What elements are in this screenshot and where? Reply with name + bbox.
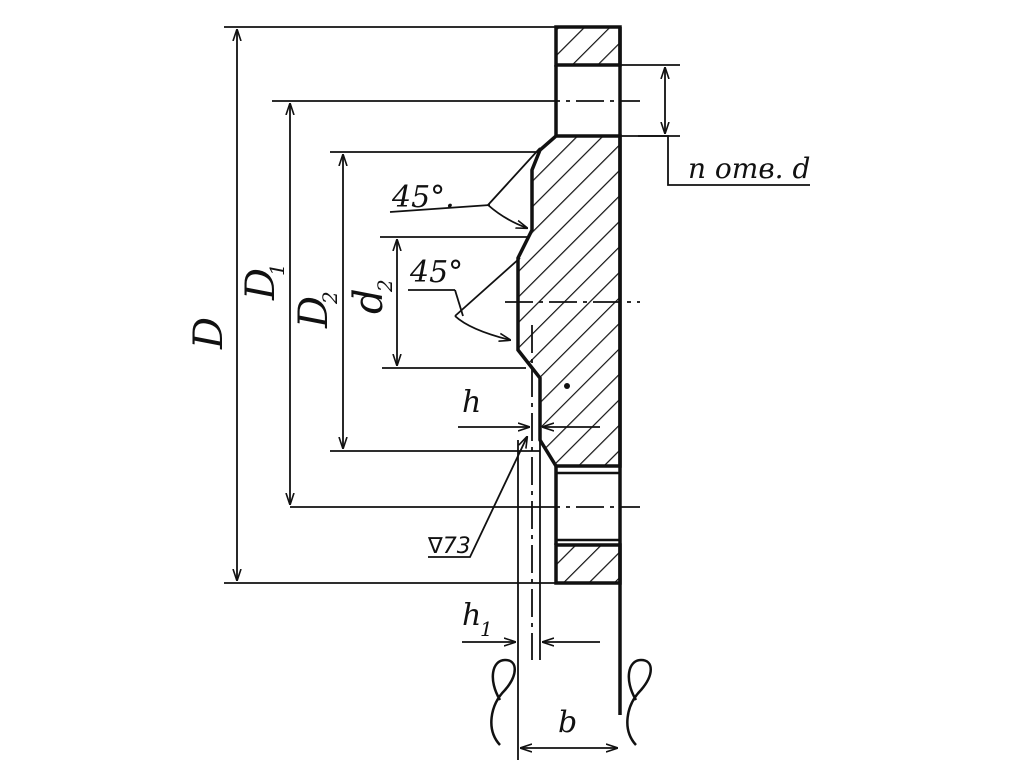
extension-lines [224,26,680,760]
dimension-lines [237,30,665,748]
label-h1-sub: 1 [480,617,493,641]
label-angle-bottom: 45° [409,255,463,290]
label-D1-sub: 1 [265,263,289,276]
break-symbols [490,658,652,746]
label-b: b [558,705,577,740]
top-hatched-block [554,25,622,67]
labels: D D 1 D 2 d 2 45°. 45° n отв. d h h 1 b … [186,152,810,740]
label-D2-sub: 2 [318,291,342,305]
hub-hatched-profile [516,134,622,468]
label-h: h [462,385,481,420]
label-angle-top: 45°. [391,180,455,215]
label-D1: D [238,268,284,301]
label-surface-finish: ∇73 [427,534,471,559]
label-h1: h [462,598,481,633]
label-d2-sub: 2 [373,279,397,293]
bottom-hatched-block [554,543,622,585]
flange-section [516,25,622,715]
label-d2: d [346,288,392,314]
label-D2: D [291,296,337,329]
angle-annotations [389,135,810,558]
centerlines [505,100,640,660]
label-holes: n отв. d [688,152,810,185]
label-D: D [186,317,232,350]
